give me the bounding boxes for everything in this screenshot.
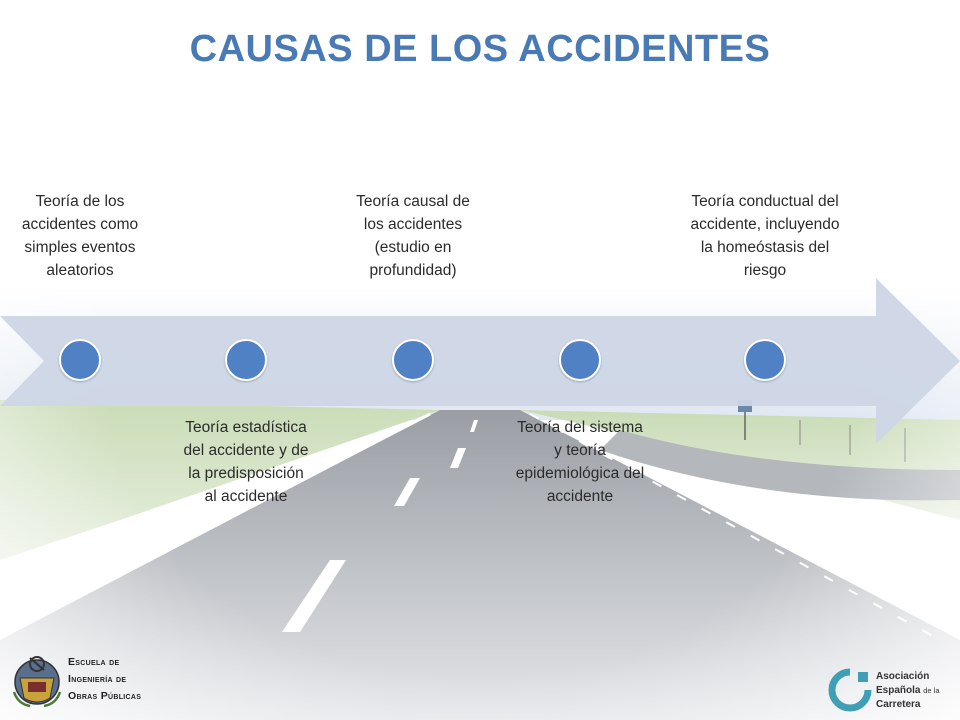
association-name-line-2: Española de la xyxy=(876,684,940,698)
school-crest-icon xyxy=(12,656,62,708)
timeline-node-4 xyxy=(559,339,601,381)
school-name-line-2: Ingeniería de xyxy=(68,673,127,685)
stage-label-2: Teoría estadística del accidente y de la… xyxy=(183,419,309,505)
stage-label-3: Teoría causal de los accidentes (estudio… xyxy=(356,193,470,279)
association-name-line-2-main: Española xyxy=(876,685,921,696)
timeline-node-2 xyxy=(225,339,267,381)
timeline-node-1 xyxy=(59,339,101,381)
timeline-arrow xyxy=(0,278,960,444)
school-name-line-1: Escuela de xyxy=(68,656,120,668)
school-name-line-3: Obras Públicas xyxy=(68,690,142,702)
stage-label-1: Teoría de los accidentes como simples ev… xyxy=(21,193,139,279)
stage-label-5: Teoría conductual del accidente, incluye… xyxy=(690,193,840,279)
association-emblem-icon xyxy=(828,668,872,712)
association-logo: Asociación Española de la Carretera xyxy=(828,668,954,716)
stage-label-4: Teoría del sistema y teoría epidemiológi… xyxy=(515,419,645,505)
association-name: Asociación Española de la Carretera xyxy=(876,670,940,712)
school-name: Escuela de Ingeniería de Obras Públicas xyxy=(68,654,141,705)
association-name-line-1: Asociación xyxy=(876,671,930,682)
association-name-line-2-small: de la xyxy=(923,686,940,695)
timeline-node-5 xyxy=(744,339,786,381)
school-logo: Escuela de Ingeniería de Obras Públicas xyxy=(10,652,150,710)
timeline-node-3 xyxy=(392,339,434,381)
association-name-line-3: Carretera xyxy=(876,699,921,710)
slide-title: CAUSAS DE LOS ACCIDENTES xyxy=(189,28,771,70)
